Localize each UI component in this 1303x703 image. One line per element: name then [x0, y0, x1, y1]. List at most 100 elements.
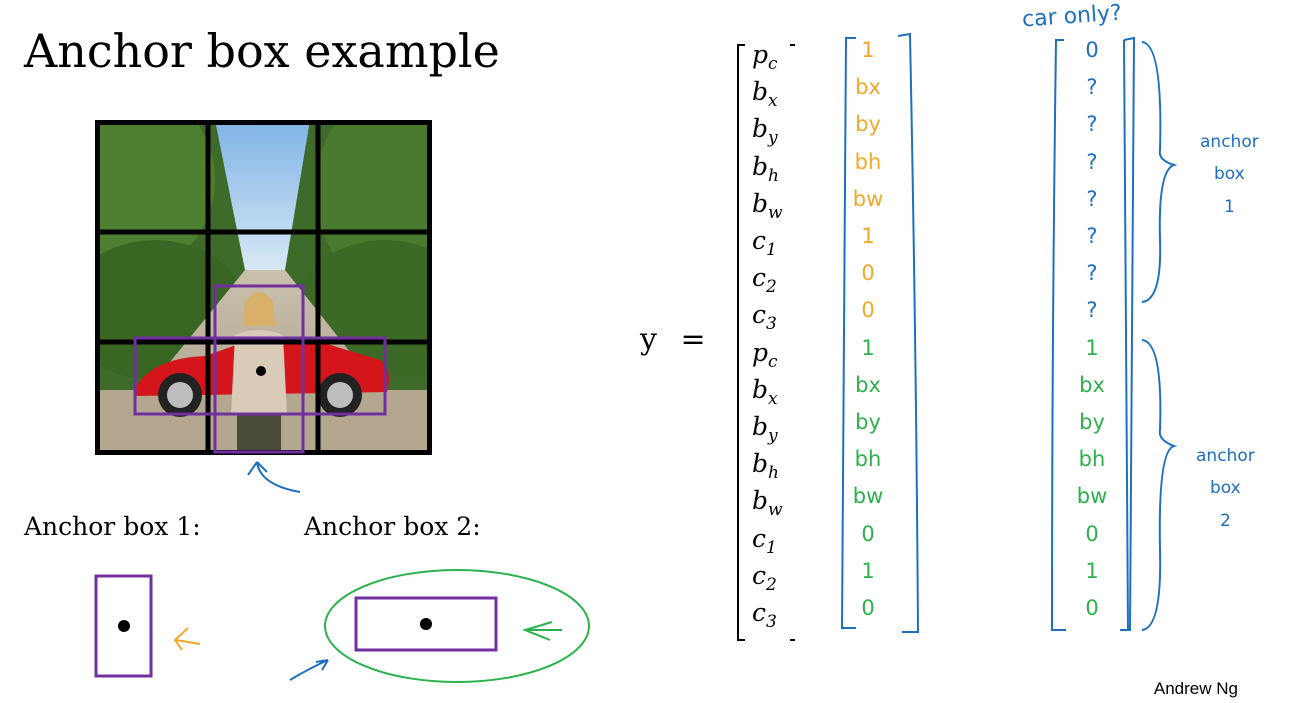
entry-base: p: [752, 40, 769, 69]
brace-1: [1141, 41, 1178, 303]
equation-lhs: y =: [640, 322, 706, 357]
entry-base: p: [752, 337, 769, 367]
green-arrow: [521, 621, 562, 641]
entry-subscript: 3: [766, 314, 777, 335]
green-ellipse: [324, 569, 590, 683]
vector-entry: bx: [752, 77, 792, 111]
handwritten-value: 1: [861, 224, 875, 248]
handwritten-value: ?: [1086, 224, 1098, 248]
handwritten-value: bx: [855, 75, 881, 100]
handwritten-value: bw: [1076, 484, 1108, 509]
entry-base: b: [752, 486, 769, 516]
brace-1-label-line: 1: [1223, 196, 1235, 217]
handwritten-value: 1: [1085, 335, 1099, 360]
vector-entry: bh: [752, 152, 792, 186]
handwritten-value: 1: [861, 335, 875, 360]
vector-entry: by: [752, 412, 792, 446]
entry-subscript: 2: [766, 574, 777, 595]
handwritten-value: bx: [855, 372, 881, 397]
car-bounding-box: [133, 336, 387, 416]
handwritten-value: 0: [861, 521, 875, 546]
anchor-box-2-center: [420, 618, 432, 630]
vector-entry: bh: [752, 449, 792, 483]
orange-arrow: [173, 627, 201, 651]
slide-title: Anchor box example: [24, 24, 500, 78]
handwritten-value: 0: [861, 298, 875, 323]
handwritten-value: bw: [852, 484, 884, 509]
scene-image: [95, 120, 431, 454]
entry-base: b: [752, 374, 769, 404]
handwritten-value: by: [855, 112, 881, 137]
blue-arrow: [289, 659, 329, 681]
handwritten-value: ?: [1086, 186, 1098, 211]
brace-1-label-line: anchor: [1200, 132, 1259, 152]
handwritten-value: by: [1079, 410, 1105, 434]
vector-bracket: [737, 44, 795, 641]
entry-subscript: x: [768, 388, 778, 409]
col2-right-bracket: [1120, 36, 1136, 631]
entry-subscript: 2: [766, 277, 777, 298]
entry-subscript: y: [768, 426, 778, 446]
brace-2-label-line: 2: [1219, 510, 1231, 531]
handwritten-value: ?: [1086, 75, 1098, 100]
col2-left-bracket: [1050, 39, 1066, 631]
anchor-box-2-label: Anchor box 2:: [304, 512, 481, 541]
entry-base: b: [752, 114, 769, 144]
handwritten-value: 0: [861, 596, 875, 620]
vector-entry: pc: [752, 338, 792, 372]
handwritten-value: 0: [1085, 38, 1099, 62]
vector-entry: c2: [752, 263, 792, 297]
arrow-annotation: [247, 461, 301, 493]
entry-subscript: h: [768, 165, 779, 186]
vector-entry: pc: [752, 40, 792, 74]
car-only-annotation: car only?: [1021, 0, 1123, 33]
handwritten-value: bh: [854, 447, 882, 472]
entry-base: c: [752, 226, 767, 255]
handwritten-value: 0: [1085, 521, 1099, 546]
entry-base: b: [752, 151, 769, 181]
vector-entry: c3: [752, 598, 792, 632]
handwritten-value: ?: [1086, 112, 1098, 137]
handwritten-value: bh: [1078, 447, 1106, 472]
handwritten-value: ?: [1086, 149, 1098, 174]
brace-2-label: anchor box 2: [1196, 440, 1255, 537]
entry-base: b: [752, 77, 769, 107]
entry-subscript: h: [768, 463, 779, 484]
entry-subscript: c: [768, 351, 778, 372]
entry-subscript: w: [768, 202, 783, 223]
anchor-box-2: [354, 596, 498, 652]
vector-entry: by: [752, 114, 792, 148]
col1-right-bracket: [897, 32, 920, 633]
anchor-box-1: [94, 574, 153, 678]
brace-2: [1141, 339, 1178, 631]
entry-base: c: [752, 300, 767, 330]
entry-base: b: [752, 449, 769, 479]
brace-2-label-line: anchor: [1196, 446, 1255, 466]
entry-base: c: [752, 523, 767, 553]
entry-base: b: [752, 412, 769, 441]
grid-overlay: [95, 120, 432, 493]
handwritten-value: 0: [861, 261, 875, 286]
handwritten-value: by: [855, 410, 881, 434]
entry-base: c: [752, 263, 767, 293]
vector-entry: c2: [752, 561, 792, 595]
anchor-box-1-label: Anchor box 1:: [24, 512, 201, 541]
vector-entry: c1: [752, 226, 792, 260]
brace-2-label-line: box: [1209, 478, 1241, 499]
vector-entry: bw: [752, 486, 792, 520]
col1-left-bracket: [840, 37, 856, 629]
entry-subscript: 1: [766, 537, 777, 558]
handwritten-value: bx: [1079, 372, 1105, 397]
handwritten-value: ?: [1086, 261, 1098, 286]
entry-subscript: y: [768, 128, 778, 149]
equals-sign: =: [680, 322, 706, 357]
entry-base: c: [752, 560, 767, 590]
vector-entry: c3: [752, 300, 792, 334]
anchor-box-1-center: [118, 620, 130, 632]
handwritten-value: 1: [861, 38, 875, 62]
brace-1-label: anchor box 1: [1200, 126, 1259, 223]
vector-entry: c1: [752, 524, 792, 558]
handwritten-value: 1: [861, 558, 875, 583]
handwritten-value: 1: [1085, 558, 1099, 583]
anchor-shapes: [94, 569, 590, 683]
